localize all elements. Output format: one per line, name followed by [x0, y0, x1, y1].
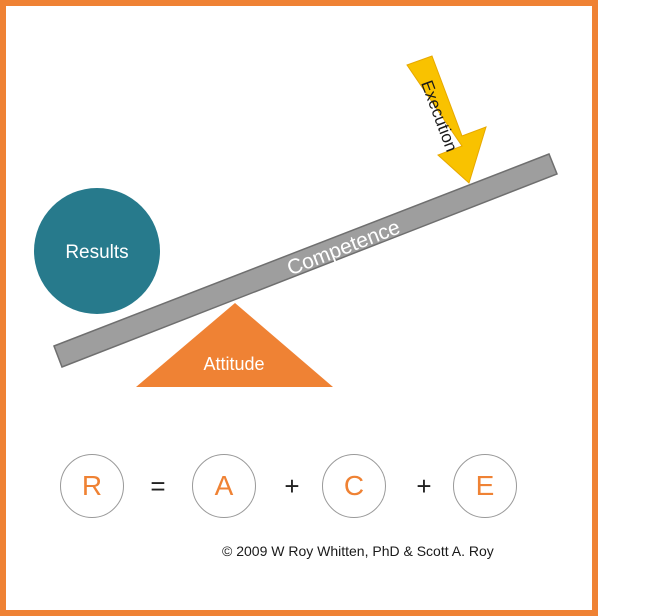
formula-e-circle: E [453, 454, 517, 518]
execution-arrow [406, 55, 487, 184]
results-circle [34, 188, 160, 314]
results-label: Results [65, 242, 128, 263]
competence-label: Competence [284, 216, 403, 281]
formula-a-circle: A [192, 454, 256, 518]
seesaw-diagram: Results Attitude Competence Execution [34, 55, 558, 387]
formula-plus-sign-2: + [416, 471, 432, 501]
formula-c-circle: C [322, 454, 386, 518]
formula-r-circle: R [60, 454, 124, 518]
attitude-triangle [136, 303, 333, 387]
copyright-notice: © 2009 W Roy Whitten, PhD & Scott A. Roy [222, 543, 494, 559]
competence-beam [53, 153, 558, 368]
attitude-label: Attitude [203, 354, 264, 374]
formula-equals-sign: = [150, 471, 166, 501]
formula-plus-sign-1: + [284, 471, 300, 501]
